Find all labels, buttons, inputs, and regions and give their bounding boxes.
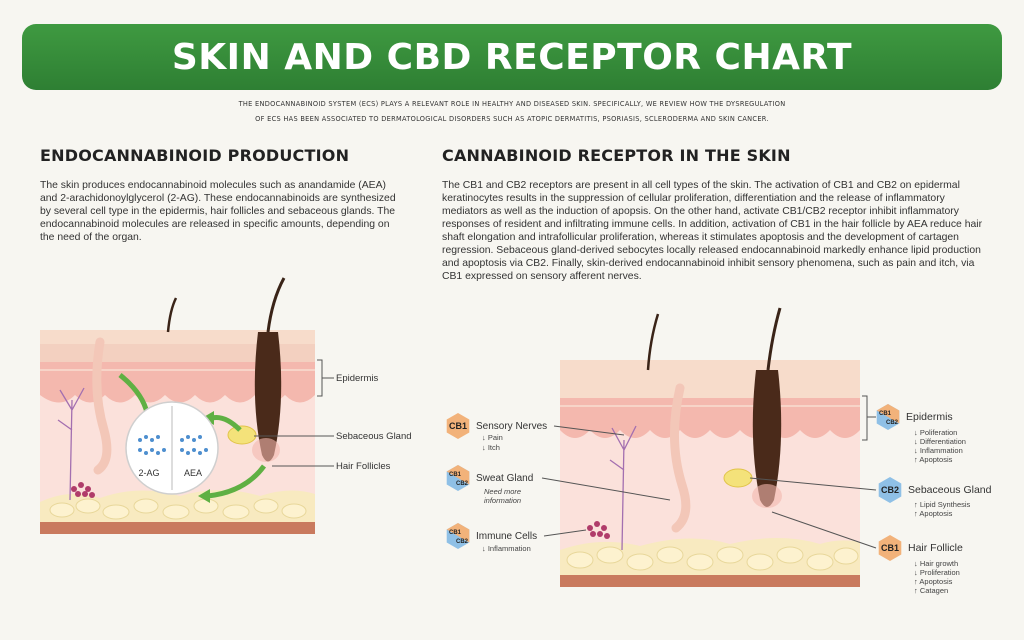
label-epidermis: Epidermis bbox=[336, 373, 378, 384]
left-body: The skin produces endocannabinoid molecu… bbox=[40, 180, 396, 243]
molecule-aea-icon bbox=[180, 435, 208, 455]
label-2ag: 2-AG bbox=[138, 468, 159, 478]
cb1-badge-follicle bbox=[878, 535, 902, 561]
hair-shaft-main bbox=[266, 277, 286, 333]
right-skin-diagram: CB1 Sensory Nerves ↓ Pain ↓ Itch CB1 CB2… bbox=[446, 307, 992, 595]
sensory-item-1: ↓ Pain bbox=[482, 433, 503, 442]
badge-text-sebaceous: CB2 bbox=[881, 485, 899, 495]
left-heading: ENDOCANNABINOID PRODUCTION bbox=[40, 146, 350, 165]
epidermis-item-1: ↓ Poliferation bbox=[914, 428, 957, 437]
cb1-badge-sensory bbox=[446, 413, 470, 439]
arrow-from-gland bbox=[211, 415, 242, 432]
badge-text-sweat-cb1: CB1 bbox=[449, 472, 462, 478]
skin-top-face-right bbox=[560, 360, 860, 398]
sebaceous-item-2: ↑ Apoptosis bbox=[914, 509, 953, 518]
immune-cells bbox=[71, 482, 95, 498]
epidermis-bracket bbox=[317, 359, 323, 397]
immune-leader bbox=[543, 529, 587, 537]
label-follicles: Hair Follicles bbox=[336, 461, 391, 472]
base-layer bbox=[40, 522, 315, 534]
hair-shaft-small bbox=[166, 297, 178, 333]
badge-text-sweat-cb2: CB2 bbox=[456, 481, 469, 487]
badge-text-epidermis-cb1: CB1 bbox=[879, 411, 892, 417]
badge-text-epidermis-cb2: CB2 bbox=[886, 420, 899, 426]
nerve-fiber bbox=[57, 387, 85, 501]
arrow-head-follicle bbox=[198, 489, 210, 503]
epidermis-item-4: ↑ Apoptosis bbox=[914, 455, 953, 464]
subtitle-line-1: THE ENDOCANNABINOID SYSTEM (ECS) PLAYS A… bbox=[238, 100, 786, 108]
sebaceous-leader-right bbox=[749, 477, 877, 491]
label-sebaceous: Sebaceous Gland bbox=[336, 431, 412, 442]
title-banner: SKIN AND CBD RECEPTOR CHART bbox=[22, 24, 1002, 90]
badge-text-sensory: CB1 bbox=[449, 421, 467, 431]
sweat-note-2: information bbox=[484, 496, 521, 505]
arrow-head-gland bbox=[202, 411, 214, 425]
label-immune-cells: Immune Cells bbox=[476, 531, 537, 542]
right-heading: CANNABINOID RECEPTOR IN THE SKIN bbox=[442, 146, 791, 165]
immune-item-1: ↓ Inflammation bbox=[482, 544, 531, 553]
page-title: SKIN AND CBD RECEPTOR CHART bbox=[171, 36, 853, 78]
hair-follicle-right bbox=[752, 370, 782, 507]
sweat-leader bbox=[541, 477, 671, 501]
follicle-item-1: ↓ Hair growth bbox=[914, 559, 958, 568]
follicle-leader-right bbox=[771, 511, 877, 549]
sebaceous-gland bbox=[227, 425, 257, 445]
sweat-gland bbox=[92, 337, 112, 475]
base-layer-right bbox=[560, 575, 860, 587]
sensory-leader bbox=[553, 425, 625, 436]
right-body: The CB1 and CB2 receptors are present in… bbox=[442, 180, 983, 282]
nerve-fiber-right bbox=[609, 425, 637, 551]
arrow-from-follicle bbox=[207, 464, 267, 499]
cb-split-badge-immune-top bbox=[446, 523, 470, 543]
sweat-gland-right bbox=[670, 383, 691, 533]
cb2-badge-sebaceous bbox=[878, 477, 902, 503]
follicle-item-2: ↓ Proliferation bbox=[914, 568, 960, 577]
label-sebaceous-right: Sebaceous Gland bbox=[908, 484, 992, 496]
label-sensory-nerves: Sensory Nerves bbox=[476, 421, 547, 432]
skin-top-face bbox=[40, 330, 315, 344]
hair-shaft-small-right bbox=[646, 313, 660, 371]
label-hair-follicle: Hair Follicle bbox=[908, 542, 963, 554]
epidermis-layer bbox=[40, 362, 315, 403]
sebaceous-item-1: ↑ Lipid Synthesis bbox=[914, 500, 971, 509]
epidermis-bracket-right bbox=[862, 395, 868, 441]
left-skin-diagram: 2-AG AEA Epidermis Sebaceous Gland Hair … bbox=[40, 277, 412, 534]
badge-text-follicle: CB1 bbox=[881, 543, 899, 553]
molecule-2ag-icon bbox=[138, 435, 166, 455]
epidermis-item-3: ↓ Inflammation bbox=[914, 446, 963, 455]
skin-surface bbox=[40, 342, 315, 362]
follicle-item-3: ↑ Apoptosis bbox=[914, 577, 953, 586]
epidermis-item-2: ↓ Differentiation bbox=[914, 437, 966, 446]
label-sweat-gland: Sweat Gland bbox=[476, 473, 533, 484]
badge-text-immune-cb2: CB2 bbox=[456, 539, 469, 545]
subtitle: THE ENDOCANNABINOID SYSTEM (ECS) PLAYS A… bbox=[140, 97, 884, 127]
label-aea: AEA bbox=[184, 468, 202, 478]
subtitle-line-2: OF ECS HAS BEEN ASSOCIATED TO DERMATOLOG… bbox=[255, 115, 769, 123]
badge-text-immune-cb1: CB1 bbox=[449, 530, 462, 536]
immune-cells-right bbox=[587, 521, 610, 539]
follicle-bulb-right bbox=[752, 484, 782, 508]
sweat-note-1: Need more bbox=[484, 487, 521, 496]
follicle-bulb bbox=[252, 438, 280, 462]
sebaceous-gland-right bbox=[723, 468, 753, 488]
label-epidermis-right: Epidermis bbox=[906, 411, 953, 423]
sensory-item-2: ↓ Itch bbox=[482, 443, 500, 452]
hair-follicle bbox=[254, 332, 282, 462]
hair-shaft-main-right bbox=[766, 307, 782, 371]
cb-split-badge-sweat-top bbox=[446, 465, 470, 485]
follicle-item-4: ↑ Catagen bbox=[914, 586, 948, 595]
cb-split-badge-epidermis-top bbox=[876, 404, 900, 424]
